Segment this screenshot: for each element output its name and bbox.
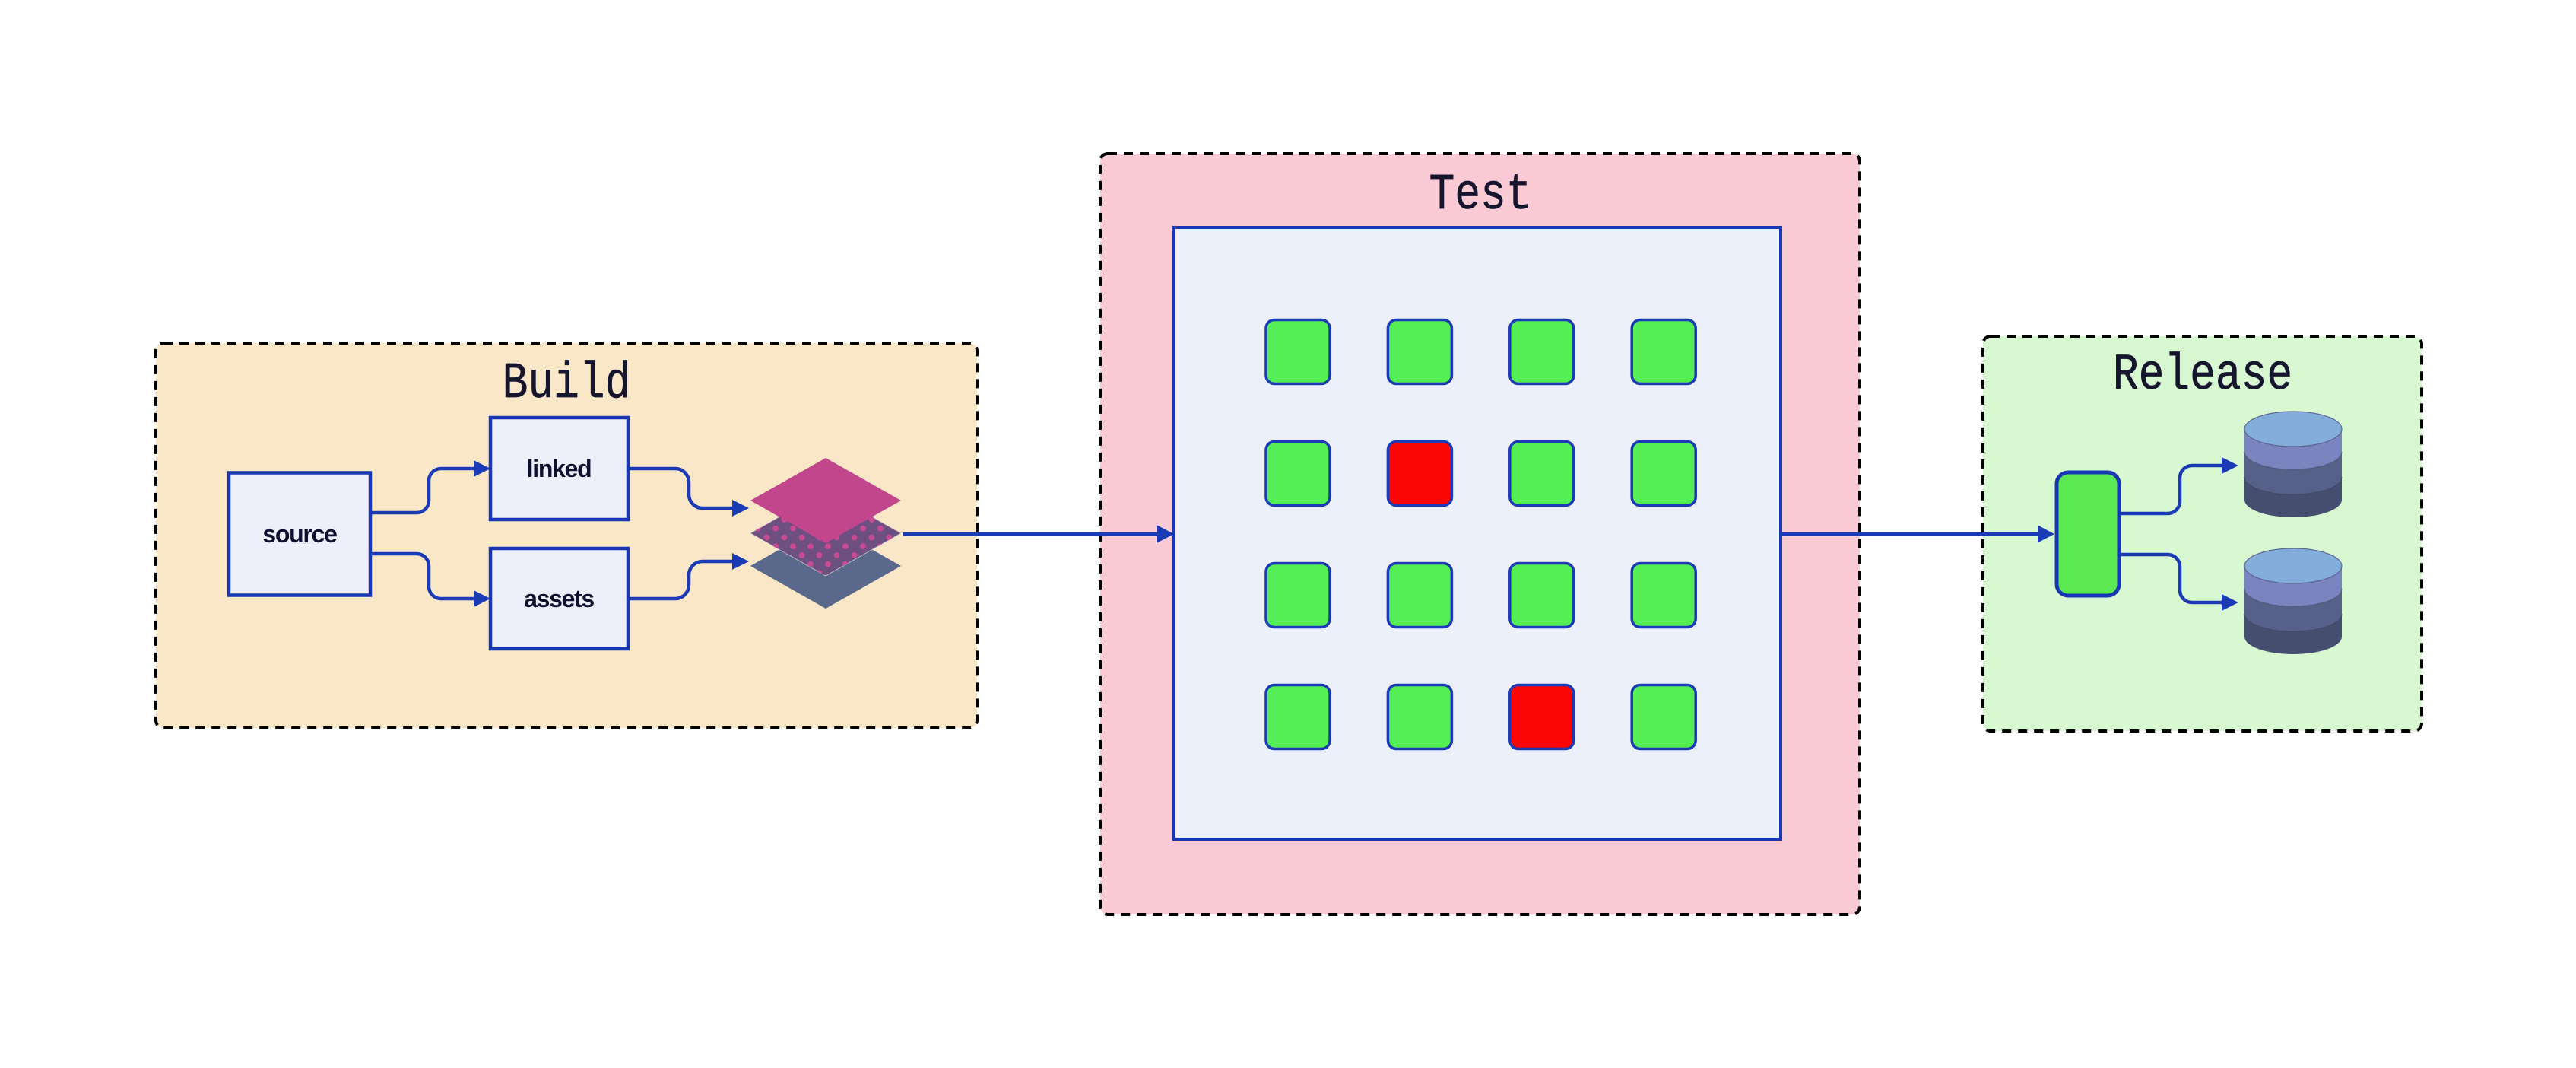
svg-text:Build: Build [503,354,631,413]
svg-text:source: source [262,520,337,548]
svg-text:Release: Release [2113,346,2292,405]
svg-text:assets: assets [524,585,594,612]
svg-text:linked: linked [527,455,592,482]
svg-text:Test: Test [1429,166,1531,224]
